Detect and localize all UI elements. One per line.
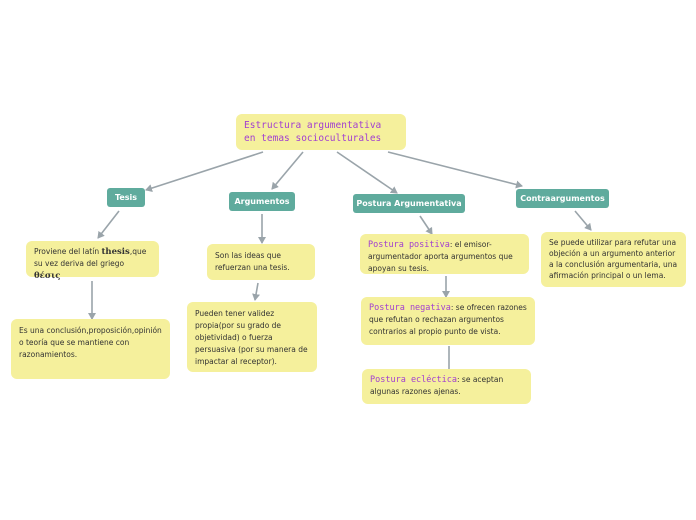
postura-negativa-node[interactable]: Postura negativa: se ofrecen razones que… <box>361 297 535 345</box>
contra-node-1[interactable]: Se puede utilizar para refutar una objec… <box>541 232 686 287</box>
postura-eclectica-text: : se aceptan algunas razones ajenas. <box>370 375 504 396</box>
tesis-node-1[interactable]: Proviene del latín thesis,que su vez der… <box>26 241 159 281</box>
argumentos-node-1[interactable]: Son las ideas que refuerzan una tesis. <box>207 244 315 280</box>
argumentos-node-2-text: Pueden tener validez propia(por su grado… <box>195 309 308 366</box>
postura-negativa-text: : se ofrecen razones que refutan o recha… <box>369 303 527 336</box>
tesis-node-1-greek: θέσις <box>34 271 61 281</box>
postura-positiva-term: Postura positiva <box>368 240 450 250</box>
argumentos-label[interactable]: Argumentos <box>229 192 295 211</box>
connector-root-tesis <box>145 151 264 192</box>
tesis-node-2[interactable]: Es una conclusión,proposición,opinión o … <box>11 319 170 379</box>
postura-eclectica-term: Postura ecléctica <box>370 375 457 385</box>
argumentos-node-2[interactable]: Pueden tener validez propia(por su grado… <box>187 302 317 372</box>
connector-postura-positiva <box>419 215 433 235</box>
contra-label[interactable]: Contraargumentos <box>516 189 609 208</box>
tesis-node-1-thesis: thesis <box>101 247 130 257</box>
postura-positiva-text: : el emisor-argumentador aporta argument… <box>368 240 513 273</box>
postura-label[interactable]: Postura Argumentativa <box>353 194 465 213</box>
tesis-node-1-text-c: ,que su vez deriva del griego <box>34 247 147 268</box>
argumentos-node-1-text: Son las ideas que refuerzan una tesis. <box>215 251 290 272</box>
tesis-node-1-text-a: Proviene del latín <box>34 247 102 256</box>
tesis-node-2-text: Es una conclusión,proposición,opinión o … <box>19 326 162 359</box>
connector-tesis-node1 <box>97 210 120 239</box>
root-line-1: Estructura argumentativa <box>244 120 382 131</box>
tesis-label[interactable]: Tesis <box>107 188 145 207</box>
contra-node-1-text: Se puede utilizar para refutar una objec… <box>549 238 678 280</box>
postura-negativa-term: Postura negativa <box>369 303 451 313</box>
root-line-2: en temas socioculturales <box>244 133 382 144</box>
connector-root-contra <box>387 151 523 189</box>
connector-argumentos-node2 <box>252 282 260 301</box>
connector-root-argumentos <box>271 151 304 190</box>
connector-root-postura <box>336 151 398 194</box>
postura-eclectica-node[interactable]: Postura ecléctica: se aceptan algunas ra… <box>362 369 531 404</box>
connector-contra-node1 <box>574 210 592 231</box>
postura-positiva-node[interactable]: Postura positiva: el emisor-argumentador… <box>360 234 529 274</box>
root-topic[interactable]: Estructura argumentativa en temas socioc… <box>236 114 406 150</box>
